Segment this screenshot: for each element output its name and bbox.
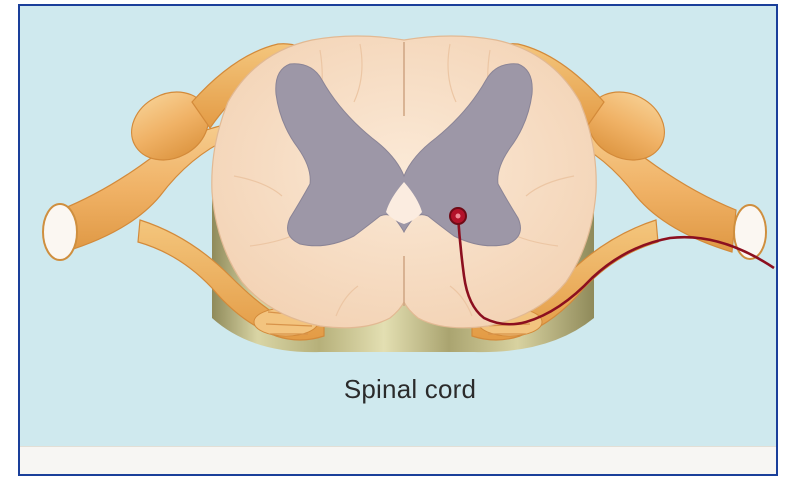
figure-frame: Spinal cord: [18, 4, 778, 476]
diagram-caption: Spinal cord: [320, 374, 500, 405]
page-bottom-band: [20, 446, 776, 476]
